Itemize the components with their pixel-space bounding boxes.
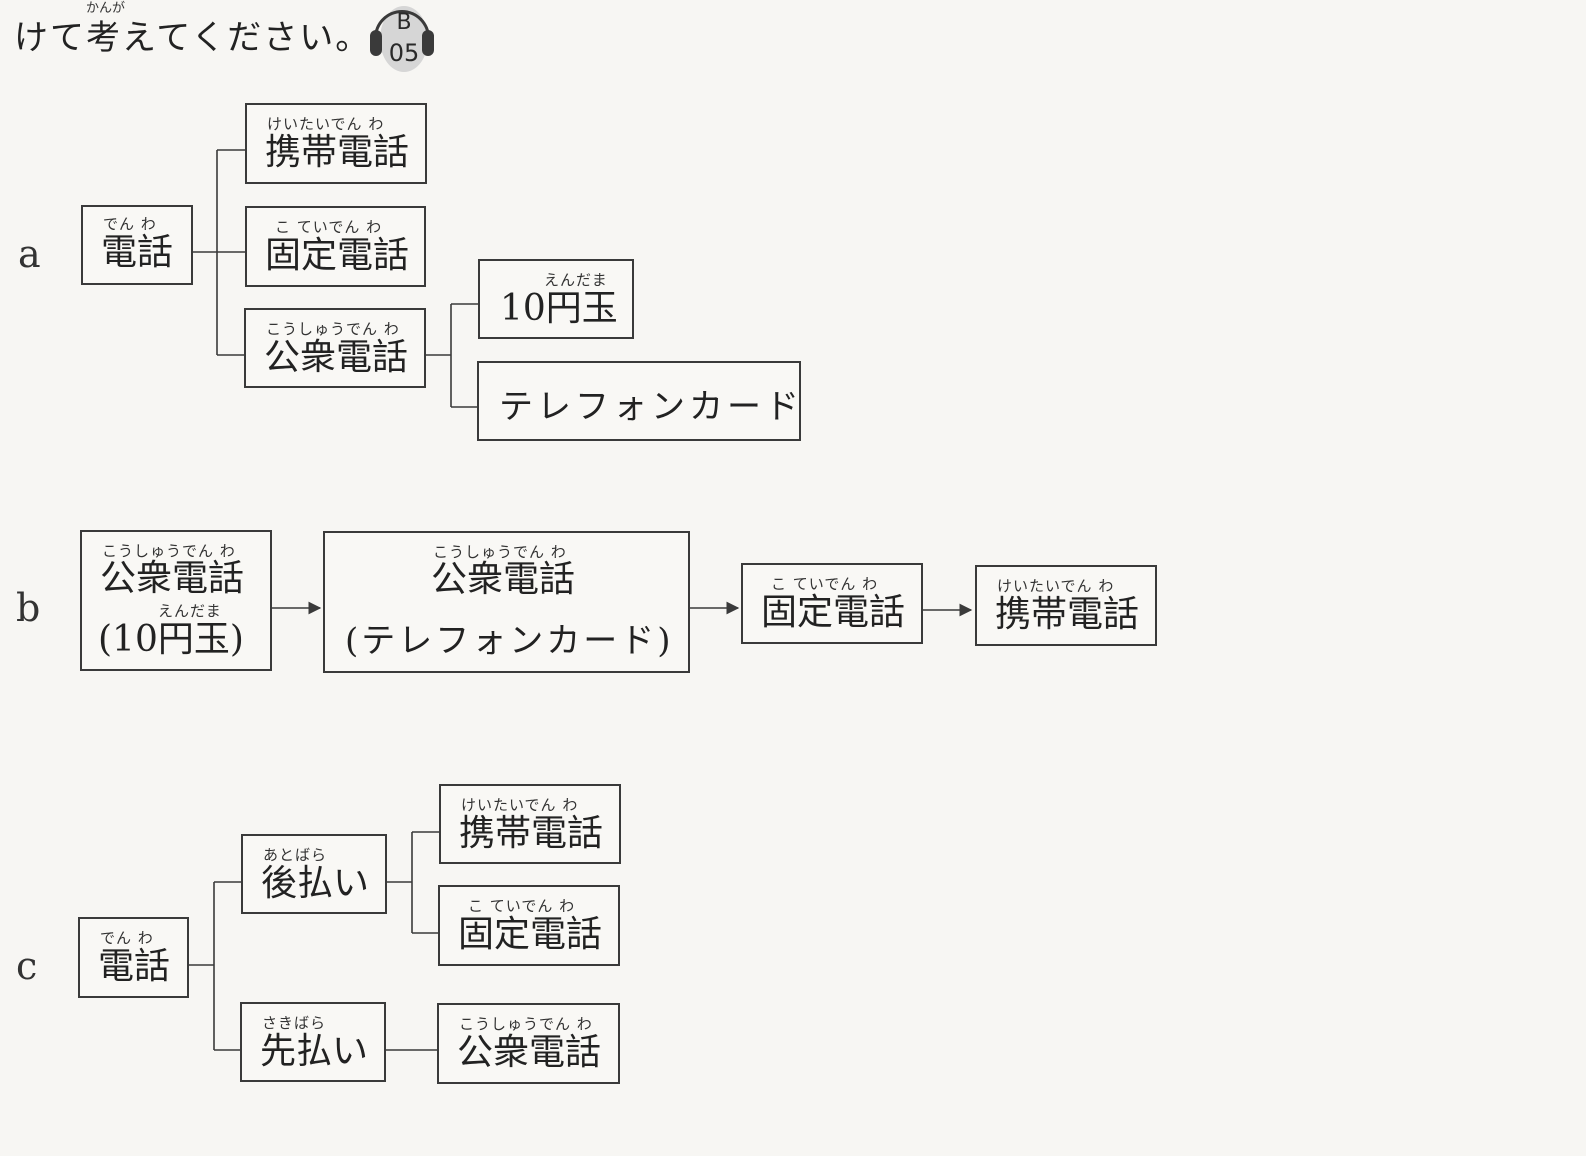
b-step1-text2: (10円玉) — [98, 619, 244, 660]
c-postpay-text: 後払い — [261, 863, 370, 904]
c-postpay-ruby: あとばら — [263, 846, 328, 864]
b-step3-text: 固定電話 — [761, 592, 906, 633]
a-card-text: テレフォンカード — [499, 387, 803, 427]
c-prepay-box: さきばら 先払い — [240, 1002, 386, 1082]
audio-track-number: 05 — [388, 39, 420, 67]
section-label-b: b — [16, 586, 41, 630]
c-public-ruby: こうしゅうでん わ — [459, 1015, 593, 1033]
b-step2-text: 公衆電話 — [431, 559, 576, 600]
c-landline-text: 固定電話 — [458, 914, 603, 955]
b-step4-text: 携帯電話 — [995, 594, 1140, 635]
a-root-phone-box: でん わ 電話 — [81, 205, 193, 285]
headphones-left-ear — [370, 30, 382, 56]
instruction-ruby: かんが — [86, 1, 126, 16]
audio-track-letter: B — [396, 10, 412, 35]
c-root-text: 電話 — [98, 946, 171, 987]
b-step1-text: 公衆電話 — [100, 558, 245, 599]
c-landline-box: こ ていでん わ 固定電話 — [438, 885, 620, 966]
a-coin-ruby: えんだま — [544, 271, 608, 289]
c-mobile-text: 携帯電話 — [459, 813, 604, 854]
a-mobile-box: けいたいでん わ 携帯電話 — [245, 103, 427, 184]
c-postpay-box: あとばら 後払い — [241, 834, 387, 914]
a-public-box: こうしゅうでん わ 公衆電話 — [244, 308, 426, 388]
a-mobile-ruby: けいたいでん わ — [267, 115, 385, 133]
b-step1-box: こうしゅうでん わ 公衆電話 えんだま (10円玉) — [80, 530, 272, 671]
c-root-ruby: でん わ — [100, 929, 154, 947]
c-landline-ruby: こ ていでん わ — [468, 897, 576, 915]
c-public-text: 公衆電話 — [457, 1032, 602, 1073]
section-label-a: a — [18, 232, 41, 276]
c-prepay-text: 先払い — [260, 1031, 369, 1072]
section-label-c: c — [16, 944, 38, 988]
c-mobile-ruby: けいたいでん わ — [461, 796, 579, 814]
a-public-text: 公衆電話 — [264, 337, 409, 378]
instruction-text: けて考えてください。 — [14, 18, 372, 58]
b-step4-box: けいたいでん わ 携帯電話 — [975, 565, 1157, 646]
a-landline-box: こ ていでん わ 固定電話 — [245, 206, 426, 287]
a-mobile-text: 携帯電話 — [265, 132, 410, 173]
a-landline-ruby: こ ていでん わ — [275, 218, 383, 236]
b-step2-box: こうしゅうでん わ 公衆電話 (テレフォンカード) — [323, 531, 690, 673]
a-coin-box: えんだま 10円玉 — [478, 259, 634, 339]
a-public-ruby: こうしゅうでん わ — [266, 320, 400, 338]
b-step3-ruby: こ ていでん わ — [771, 575, 879, 593]
b-step1-ruby: こうしゅうでん わ — [102, 542, 236, 560]
a-coin-text: 10円玉 — [500, 288, 618, 329]
c-public-box: こうしゅうでん わ 公衆電話 — [437, 1003, 620, 1084]
a-root-text: 電話 — [101, 232, 174, 273]
a-card-box: テレフォンカード — [477, 361, 801, 441]
headphones-right-ear — [422, 30, 434, 56]
headphones-icon[interactable]: B 05 — [368, 6, 436, 72]
b-step3-box: こ ていでん わ 固定電話 — [741, 563, 923, 644]
b-step2-text2: (テレフォンカード) — [345, 621, 674, 661]
b-step1-ruby2: えんだま — [158, 602, 222, 620]
c-mobile-box: けいたいでん わ 携帯電話 — [439, 784, 621, 864]
b-step4-ruby: けいたいでん わ — [997, 577, 1115, 595]
c-prepay-ruby: さきばら — [262, 1014, 327, 1032]
b-step2-ruby: こうしゅうでん わ — [433, 543, 567, 561]
a-landline-text: 固定電話 — [265, 235, 410, 276]
c-root-phone-box: でん わ 電話 — [78, 917, 189, 998]
a-root-ruby: でん わ — [103, 215, 157, 233]
